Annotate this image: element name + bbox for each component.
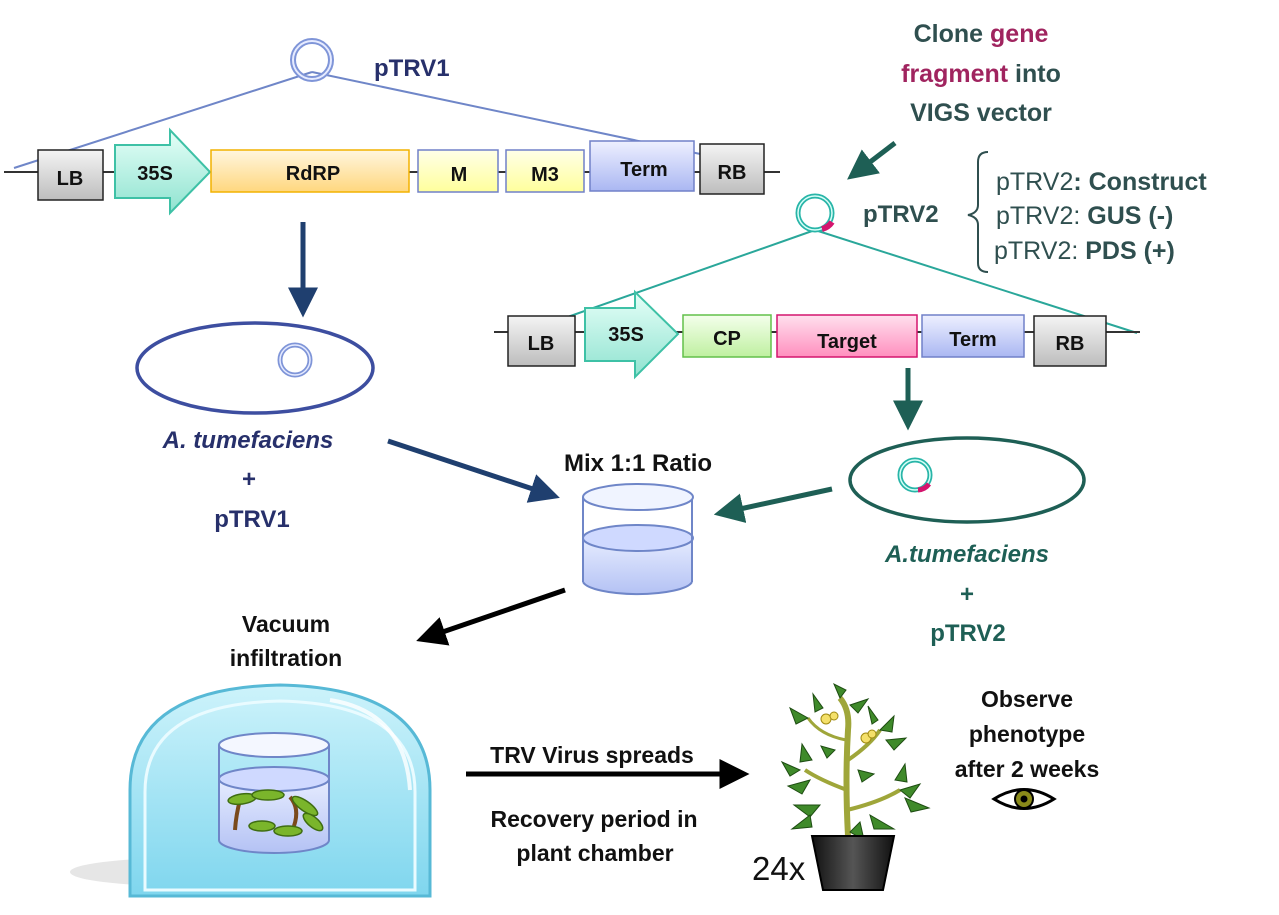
- clone-text-line3: VIGS vector: [910, 99, 1052, 127]
- observe-line3: after 2 weeks: [955, 756, 1099, 782]
- plant-icon: [780, 682, 931, 891]
- agro2-plus: +: [960, 581, 974, 608]
- ptrv2-variant-pds: pTRV2: PDS (+): [994, 237, 1175, 265]
- agro-cell-ptrv1: [135, 321, 375, 415]
- eye-icon: [991, 788, 1057, 810]
- agro2-plasmid: pTRV2: [930, 620, 1006, 647]
- arrow-mix-to-vacuum: [416, 587, 566, 646]
- ptrv1-label: pTRV1: [374, 55, 450, 82]
- spread-line3: plant chamber: [516, 840, 673, 866]
- plant-count: 24x: [752, 850, 806, 887]
- ptrv2-label: pTRV2: [863, 201, 939, 228]
- observe-line1: Observe: [981, 686, 1073, 712]
- ptrv1-cassette: LB 35S RdRP M M3 Term RB: [4, 127, 780, 216]
- ptrv2-35s: 35S: [608, 324, 644, 346]
- agro1-plasmid: pTRV1: [214, 506, 290, 533]
- ptrv1-rdrp: RdRP: [286, 163, 340, 185]
- ptrv2-term: Term: [949, 329, 996, 351]
- ptrv2-rb: RB: [1056, 333, 1085, 355]
- vacuum-line2: infiltration: [230, 645, 342, 671]
- ptrv2-lb: LB: [528, 333, 555, 355]
- ptrv1-m: M: [451, 164, 468, 186]
- vacuum-line1: Vacuum: [242, 611, 330, 637]
- clone-text-line2: fragment into: [901, 60, 1061, 88]
- ptrv2-cp: CP: [713, 328, 741, 350]
- ptrv1-lb: LB: [57, 168, 84, 190]
- spread-line2: Recovery period in: [490, 806, 697, 832]
- mix-label: Mix 1:1 Ratio: [564, 450, 712, 477]
- agro1-name: A. tumefaciens: [162, 427, 334, 454]
- arrow-agro2-to-mix: [713, 486, 833, 523]
- ptrv2-cassette: LB 35S CP Target Term RB: [494, 289, 1140, 380]
- spread-line1: TRV Virus spreads: [490, 742, 694, 768]
- agro-cell-ptrv2: [848, 436, 1086, 524]
- ptrv1-35s: 35S: [137, 163, 173, 185]
- vacuum-chamber-icon: [70, 683, 432, 898]
- observe-line2: phenotype: [969, 721, 1085, 747]
- ptrv1-m3: M3: [531, 164, 559, 186]
- clone-text-line1: Clone gene: [914, 20, 1049, 48]
- agro2-name: A.tumefaciens: [884, 541, 1049, 568]
- arrow-agro1-to-mix: [387, 438, 560, 503]
- ptrv2-target: Target: [817, 331, 877, 353]
- beaker-icon: [582, 483, 694, 596]
- ptrv2-variant-construct: pTRV2: Construct: [996, 168, 1207, 196]
- ptrv1-term: Term: [620, 159, 667, 181]
- ptrv2-variant-gus: pTRV2: GUS (-): [996, 202, 1173, 230]
- arrow-clone-to-ptrv2: [847, 141, 897, 180]
- ptrv1-rb: RB: [718, 162, 747, 184]
- ptrv2-variants: pTRV2: Construct pTRV2: GUS (-) pTRV2: P…: [967, 151, 1207, 273]
- agro1-plus: +: [242, 466, 256, 493]
